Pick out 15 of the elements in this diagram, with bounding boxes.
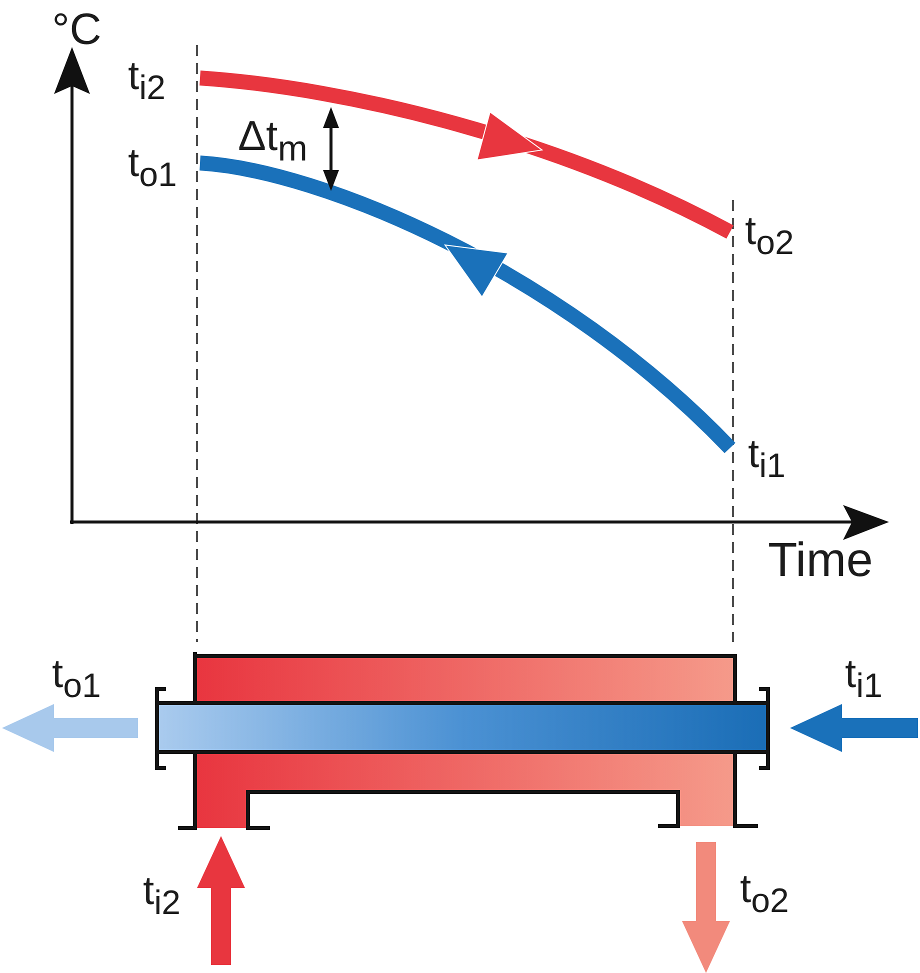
axis-label: Time [768, 533, 873, 589]
temperature-label: t$_{i2}$ [128, 53, 166, 103]
edge-label: t$_{o2}$ [740, 866, 789, 916]
dimension-label: Δt$_{m}$ [238, 111, 308, 165]
temperature-label: t$_{o2}$ [745, 208, 794, 258]
edge-label: t$_{i1}$ [845, 651, 883, 701]
flow-arrow [682, 842, 730, 973]
edge-label: t$_{o1}$ [52, 651, 101, 701]
axis-label: °C [52, 4, 102, 56]
flow-arrow [790, 704, 918, 752]
flow-arrow [197, 836, 245, 965]
temperature-label: t$_{o1}$ [128, 140, 177, 190]
temperature-label: t$_{i1}$ [748, 431, 786, 481]
edge-label: t$_{i2}$ [143, 868, 181, 918]
flow-arrow [2, 704, 138, 752]
